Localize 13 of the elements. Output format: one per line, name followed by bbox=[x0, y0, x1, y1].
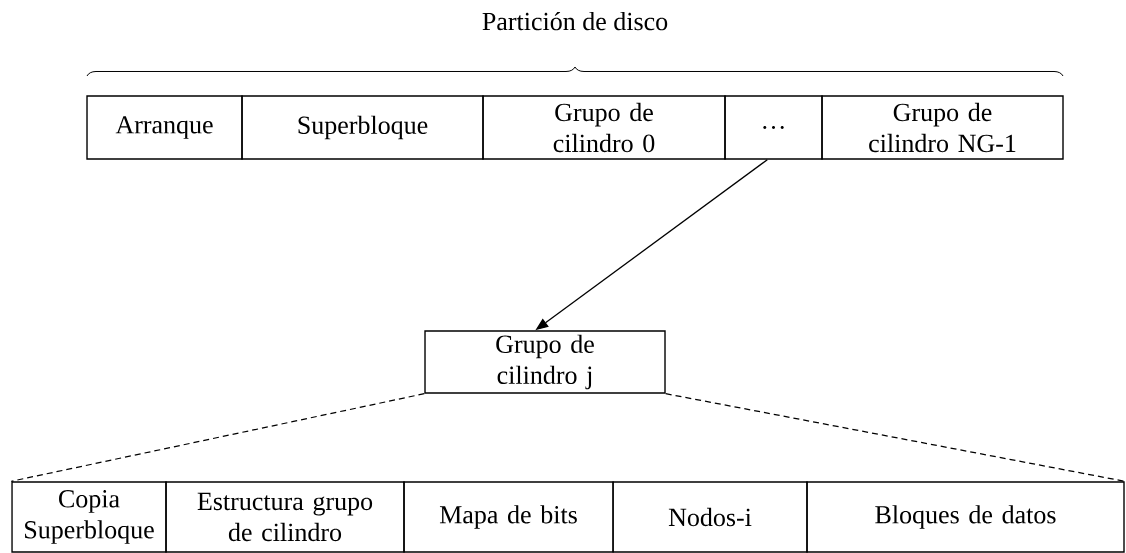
dashed-line bbox=[10, 393, 425, 482]
block-cell: Copia Superbloque bbox=[11, 481, 167, 553]
block-cell: Grupo de cilindro j bbox=[424, 330, 666, 394]
block-cell: Superbloque bbox=[241, 95, 484, 160]
block-cell: Grupo de cilindro 0 bbox=[482, 95, 726, 160]
block-cell: … bbox=[724, 95, 823, 160]
block-cell: Estructura grupo de cilindro bbox=[165, 481, 405, 553]
block-cell: Bloques de datos bbox=[806, 481, 1125, 553]
block-cell: Grupo de cilindro NG-1 bbox=[821, 95, 1064, 160]
block-cell: Mapa de bits bbox=[403, 481, 614, 553]
brace-label: Partición de disco bbox=[482, 11, 668, 31]
block-cell: Nodos-i bbox=[612, 481, 808, 553]
block-cell: Arranque bbox=[86, 95, 243, 160]
